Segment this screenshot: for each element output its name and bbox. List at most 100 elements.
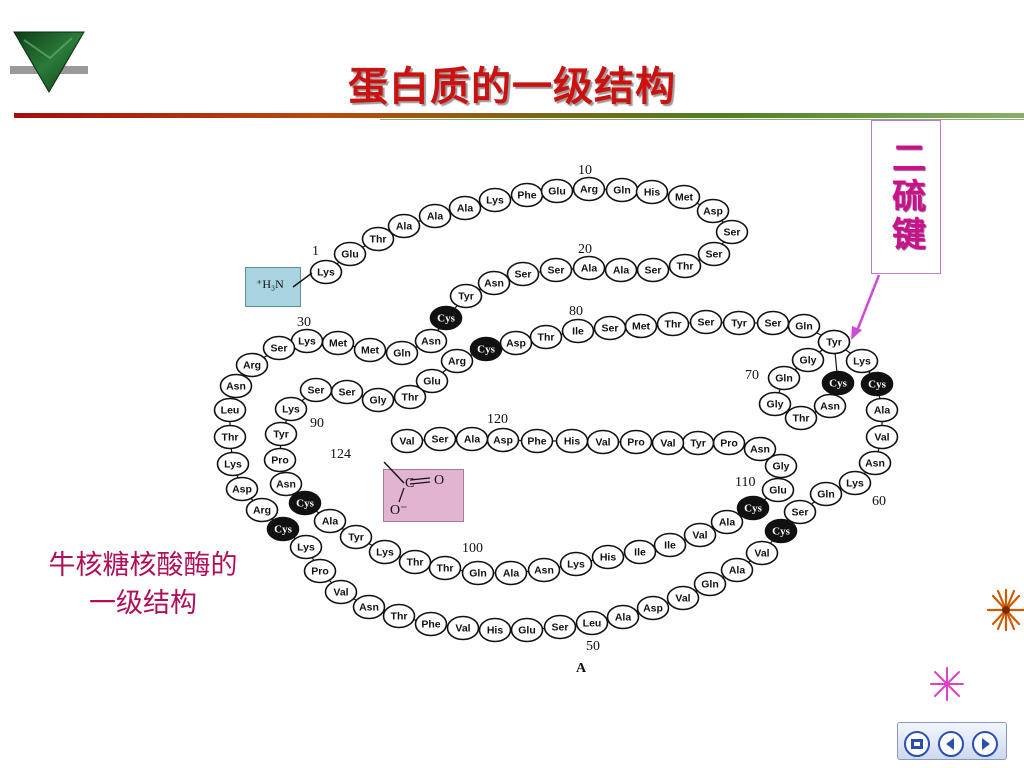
residue-label: Ala xyxy=(719,517,736,529)
residue-label: Lys xyxy=(846,478,864,490)
residue-73-tyr: Tyr xyxy=(817,329,851,355)
residue-97-tyr: Tyr xyxy=(339,524,373,550)
residue-21-ser: Ser xyxy=(539,257,573,283)
c-terminus-ominus: O⁻ xyxy=(390,503,408,518)
residue-label: Met xyxy=(632,321,651,333)
residue-label: Thr xyxy=(538,332,555,344)
residue-label: Met xyxy=(361,345,380,357)
residue-label: Ala xyxy=(615,612,632,624)
c-terminus-oxygen: O xyxy=(434,473,444,488)
residue-label: Ser xyxy=(515,269,532,281)
residue-label: Asn xyxy=(865,458,885,470)
residue-44-thr: Thr xyxy=(382,603,416,629)
residue-121-asp: Asp xyxy=(486,427,520,453)
residue-47-his: His xyxy=(478,617,512,643)
residue-29-met: Met xyxy=(321,330,355,356)
nav-prev-icon[interactable] xyxy=(938,731,964,757)
residue-label: Tyr xyxy=(458,291,474,303)
residue-label: Lys xyxy=(298,336,316,348)
residue-label: Lys xyxy=(297,542,315,554)
residue-40-lys: Lys xyxy=(289,534,323,560)
residue-label: Ser xyxy=(548,265,565,277)
residue-71-asn: Asn xyxy=(813,393,847,419)
residue-label: Gln xyxy=(775,373,793,385)
residue-89-ser: Ser xyxy=(330,379,364,405)
residue-label: Cys xyxy=(477,344,495,356)
residue-label: Phe xyxy=(421,619,440,631)
residue-label: Asp xyxy=(493,435,513,447)
n-terminus-highlight xyxy=(245,267,301,307)
position-label-30: 30 xyxy=(297,315,311,330)
residue-33-asn: Asn xyxy=(219,373,253,399)
residue-1-lys: Lys xyxy=(309,259,343,285)
residue-108-val: Val xyxy=(683,522,717,548)
residue-label: Thr xyxy=(402,392,419,404)
residue-label: Cys xyxy=(274,524,292,536)
title-divider xyxy=(14,113,1024,118)
residue-label: Asn xyxy=(820,401,840,413)
residue-label: His xyxy=(564,436,581,448)
residue-27-gln: Gln xyxy=(385,340,419,366)
residue-label: Ile xyxy=(634,547,646,559)
residue-label: Cys xyxy=(868,379,886,391)
residue-119-his: His xyxy=(555,428,589,454)
residue-36-lys: Lys xyxy=(216,451,250,477)
residue-38-arg: Arg xyxy=(245,497,279,523)
residue-51-ala: Ala xyxy=(606,604,640,630)
residue-label: Cys xyxy=(437,313,455,325)
starburst-pink-icon xyxy=(930,667,964,701)
position-label-100: 100 xyxy=(462,541,483,556)
position-label-90: 90 xyxy=(310,416,324,431)
residue-93-pro: Pro xyxy=(263,447,297,473)
c-terminus-carbon: C xyxy=(405,476,414,491)
residue-label: Asn xyxy=(534,565,554,577)
residue-7-lys: Lys xyxy=(478,187,512,213)
residue-56-val: Val xyxy=(745,540,779,566)
residue-label: Thr xyxy=(437,563,454,575)
residue-label: Thr xyxy=(677,261,694,273)
residue-label: Gly xyxy=(773,461,790,473)
residue-label: Cys xyxy=(296,498,314,510)
carboxylate-bond xyxy=(398,487,405,503)
residue-label: Lys xyxy=(567,559,585,571)
residue-82-thr: Thr xyxy=(529,324,563,350)
residue-label: Asp xyxy=(506,338,526,350)
residue-67-gly: Gly xyxy=(791,347,825,373)
starburst-orange-icon xyxy=(986,588,1024,632)
residue-label: Val xyxy=(455,623,470,635)
residue-32-arg: Arg xyxy=(235,352,269,378)
caption-line-1: 牛核糖核酸酶的 xyxy=(48,550,238,581)
residue-label: Thr xyxy=(665,319,682,331)
nav-next-icon[interactable] xyxy=(972,731,998,757)
residue-label: Glu xyxy=(769,485,787,497)
residue-label: Gln xyxy=(701,579,719,591)
residue-2-glu: Glu xyxy=(333,241,367,267)
residue-20-ala: Ala xyxy=(572,255,606,281)
residue-107-ile: Ile xyxy=(653,532,687,558)
nav-home-icon[interactable] xyxy=(904,731,930,757)
residue-label: Ser xyxy=(698,317,715,329)
residue-label: Val xyxy=(874,432,889,444)
residue-11-gln: Gln xyxy=(605,177,639,203)
residue-104-lys: Lys xyxy=(559,551,593,577)
residue-72-cys: Cys xyxy=(821,370,855,396)
residue-10-arg: Arg xyxy=(572,176,606,202)
residue-86-glu: Glu xyxy=(415,368,449,394)
residue-label: Ala xyxy=(464,434,481,446)
residue-54-gln: Gln xyxy=(693,571,727,597)
residue-label: Gly xyxy=(800,355,817,367)
residue-83-asp: Asp xyxy=(499,330,533,356)
residue-103-asn: Asn xyxy=(527,557,561,583)
residue-label: Ser xyxy=(602,323,619,335)
residue-87-thr: Thr xyxy=(393,384,427,410)
residue-label: Ala xyxy=(503,568,520,580)
residue-110-cys: Cys xyxy=(736,495,770,521)
residue-label: Asp xyxy=(232,484,252,496)
residue-label: Arg xyxy=(448,356,466,368)
c-terminus-bond xyxy=(383,461,405,484)
residue-label: Thr xyxy=(222,432,239,444)
residue-17-thr: Thr xyxy=(668,253,702,279)
residue-28-met: Met xyxy=(353,337,387,363)
residue-64-cys: Cys xyxy=(860,371,894,397)
residue-label: Arg xyxy=(580,184,598,196)
